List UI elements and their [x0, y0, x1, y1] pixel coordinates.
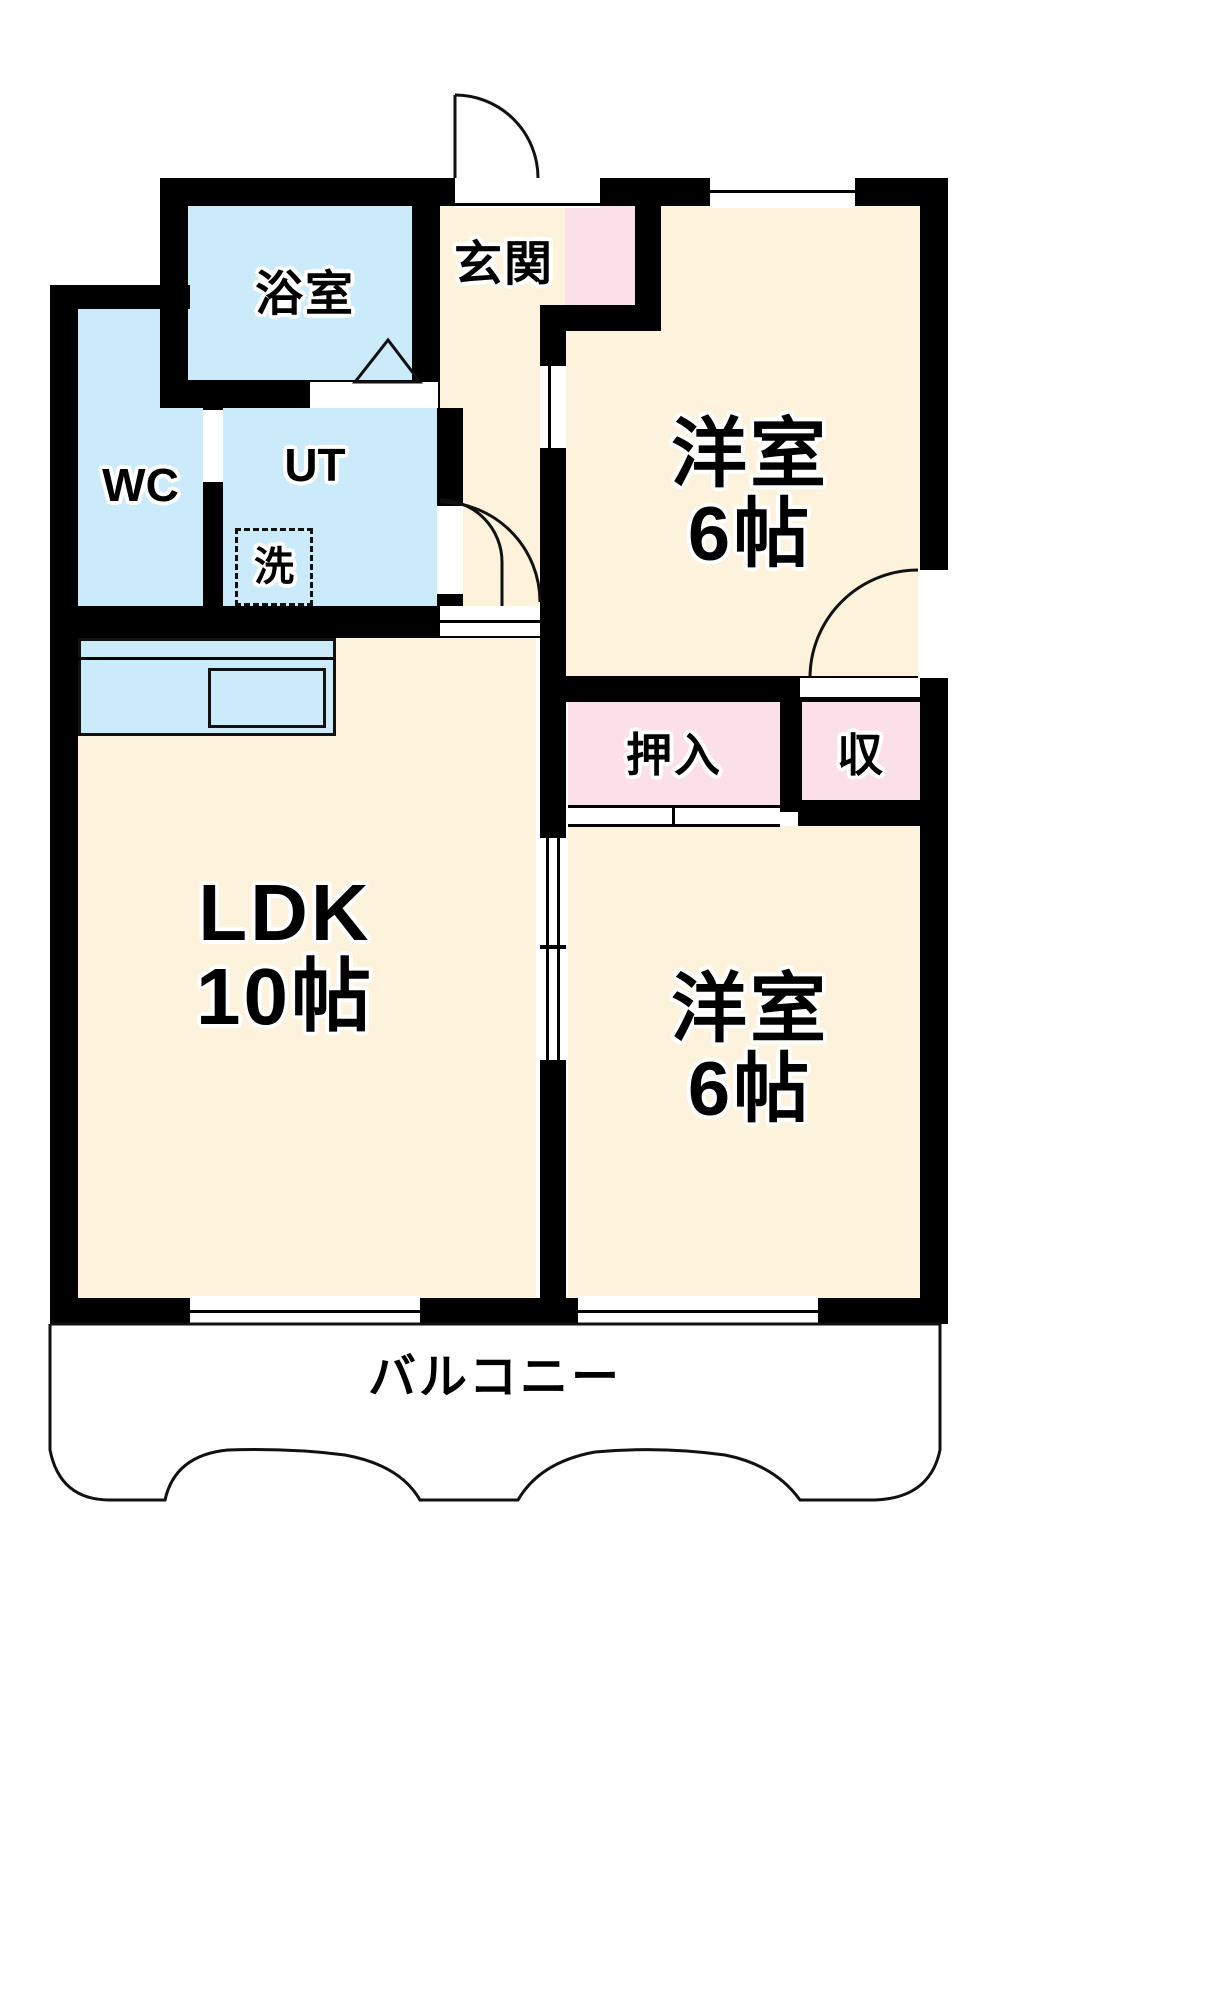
door-opening-bedroom-north-l: [548, 366, 551, 448]
wall-oshiire-shuunou-divider: [780, 676, 802, 812]
door-opening-bedroom-north[interactable]: [540, 366, 566, 448]
wall-entrance-left: [412, 178, 440, 408]
wall-ut-right: [437, 408, 463, 508]
entrance-closet-floor: [565, 195, 635, 325]
kitchen-counter-floor: [78, 638, 336, 736]
room-ldk-floor: [78, 736, 536, 1308]
wall-ldk-bedroom-divider-bottom: [540, 1060, 566, 1324]
window-balcony-bedroom-line: [578, 1310, 818, 1313]
kitchen-counter: [78, 638, 336, 736]
ut-door-opening-line: [440, 620, 540, 623]
room-ut-floor: [222, 408, 437, 630]
ldk-bedroom-sliding-line1: [546, 838, 549, 1060]
wall-bathroom-top: [160, 178, 430, 206]
kitchen-sink: [208, 668, 326, 728]
wall-wc-left: [50, 285, 78, 630]
room-ldk-floor-upper: [336, 638, 536, 738]
closet-shuunou-floor: [800, 700, 920, 810]
ut-corridor-opening[interactable]: [437, 506, 463, 594]
wall-entrance-right: [635, 178, 661, 328]
wall-entrance-step-v: [540, 305, 566, 365]
entrance-door-opening[interactable]: [455, 176, 600, 208]
washing-machine-pan: [235, 528, 313, 606]
wall-wc-ut-divider: [203, 480, 223, 630]
ldk-bedroom-sliding-mid: [540, 945, 566, 949]
room-bathroom-floor: [185, 205, 425, 395]
bathroom-door-opening[interactable]: [310, 382, 438, 408]
room-wc-floor: [78, 408, 203, 608]
wc-door-opening[interactable]: [203, 410, 223, 482]
wall-corridor-bedroom-divider2: [540, 447, 566, 592]
ldk-bedroom-sliding-line2: [557, 838, 560, 1060]
bedroom-north-right-opening[interactable]: [918, 570, 950, 678]
entrance-door-swing-icon: [453, 93, 540, 179]
kitchen-counter-backsplash-line: [78, 657, 336, 660]
window-balcony-ldk-line: [190, 1310, 420, 1313]
balcony-outline: [48, 1322, 942, 1502]
shuunou-opening-line: [800, 697, 920, 700]
shuunou-opening[interactable]: [800, 678, 920, 700]
wall-corridor-bedroom-divider3: [540, 592, 566, 638]
label-balcony: バルコニー: [367, 1350, 623, 1404]
wall-ldk-bedroom-divider-top: [540, 638, 566, 838]
wall-closet-bottom: [798, 800, 948, 826]
ldk-bedroom-sliding-opening[interactable]: [540, 838, 566, 1060]
wall-right-outer: [920, 178, 948, 1324]
window-north-bedroom-line: [710, 190, 855, 193]
entrance-door-opening-line: [455, 203, 600, 206]
wall-ldk-left: [50, 606, 78, 1324]
oshiire-sliding-divider: [672, 805, 675, 827]
closet-oshiire-floor: [568, 700, 780, 810]
room-washitsu-south-floor: [568, 826, 920, 1308]
